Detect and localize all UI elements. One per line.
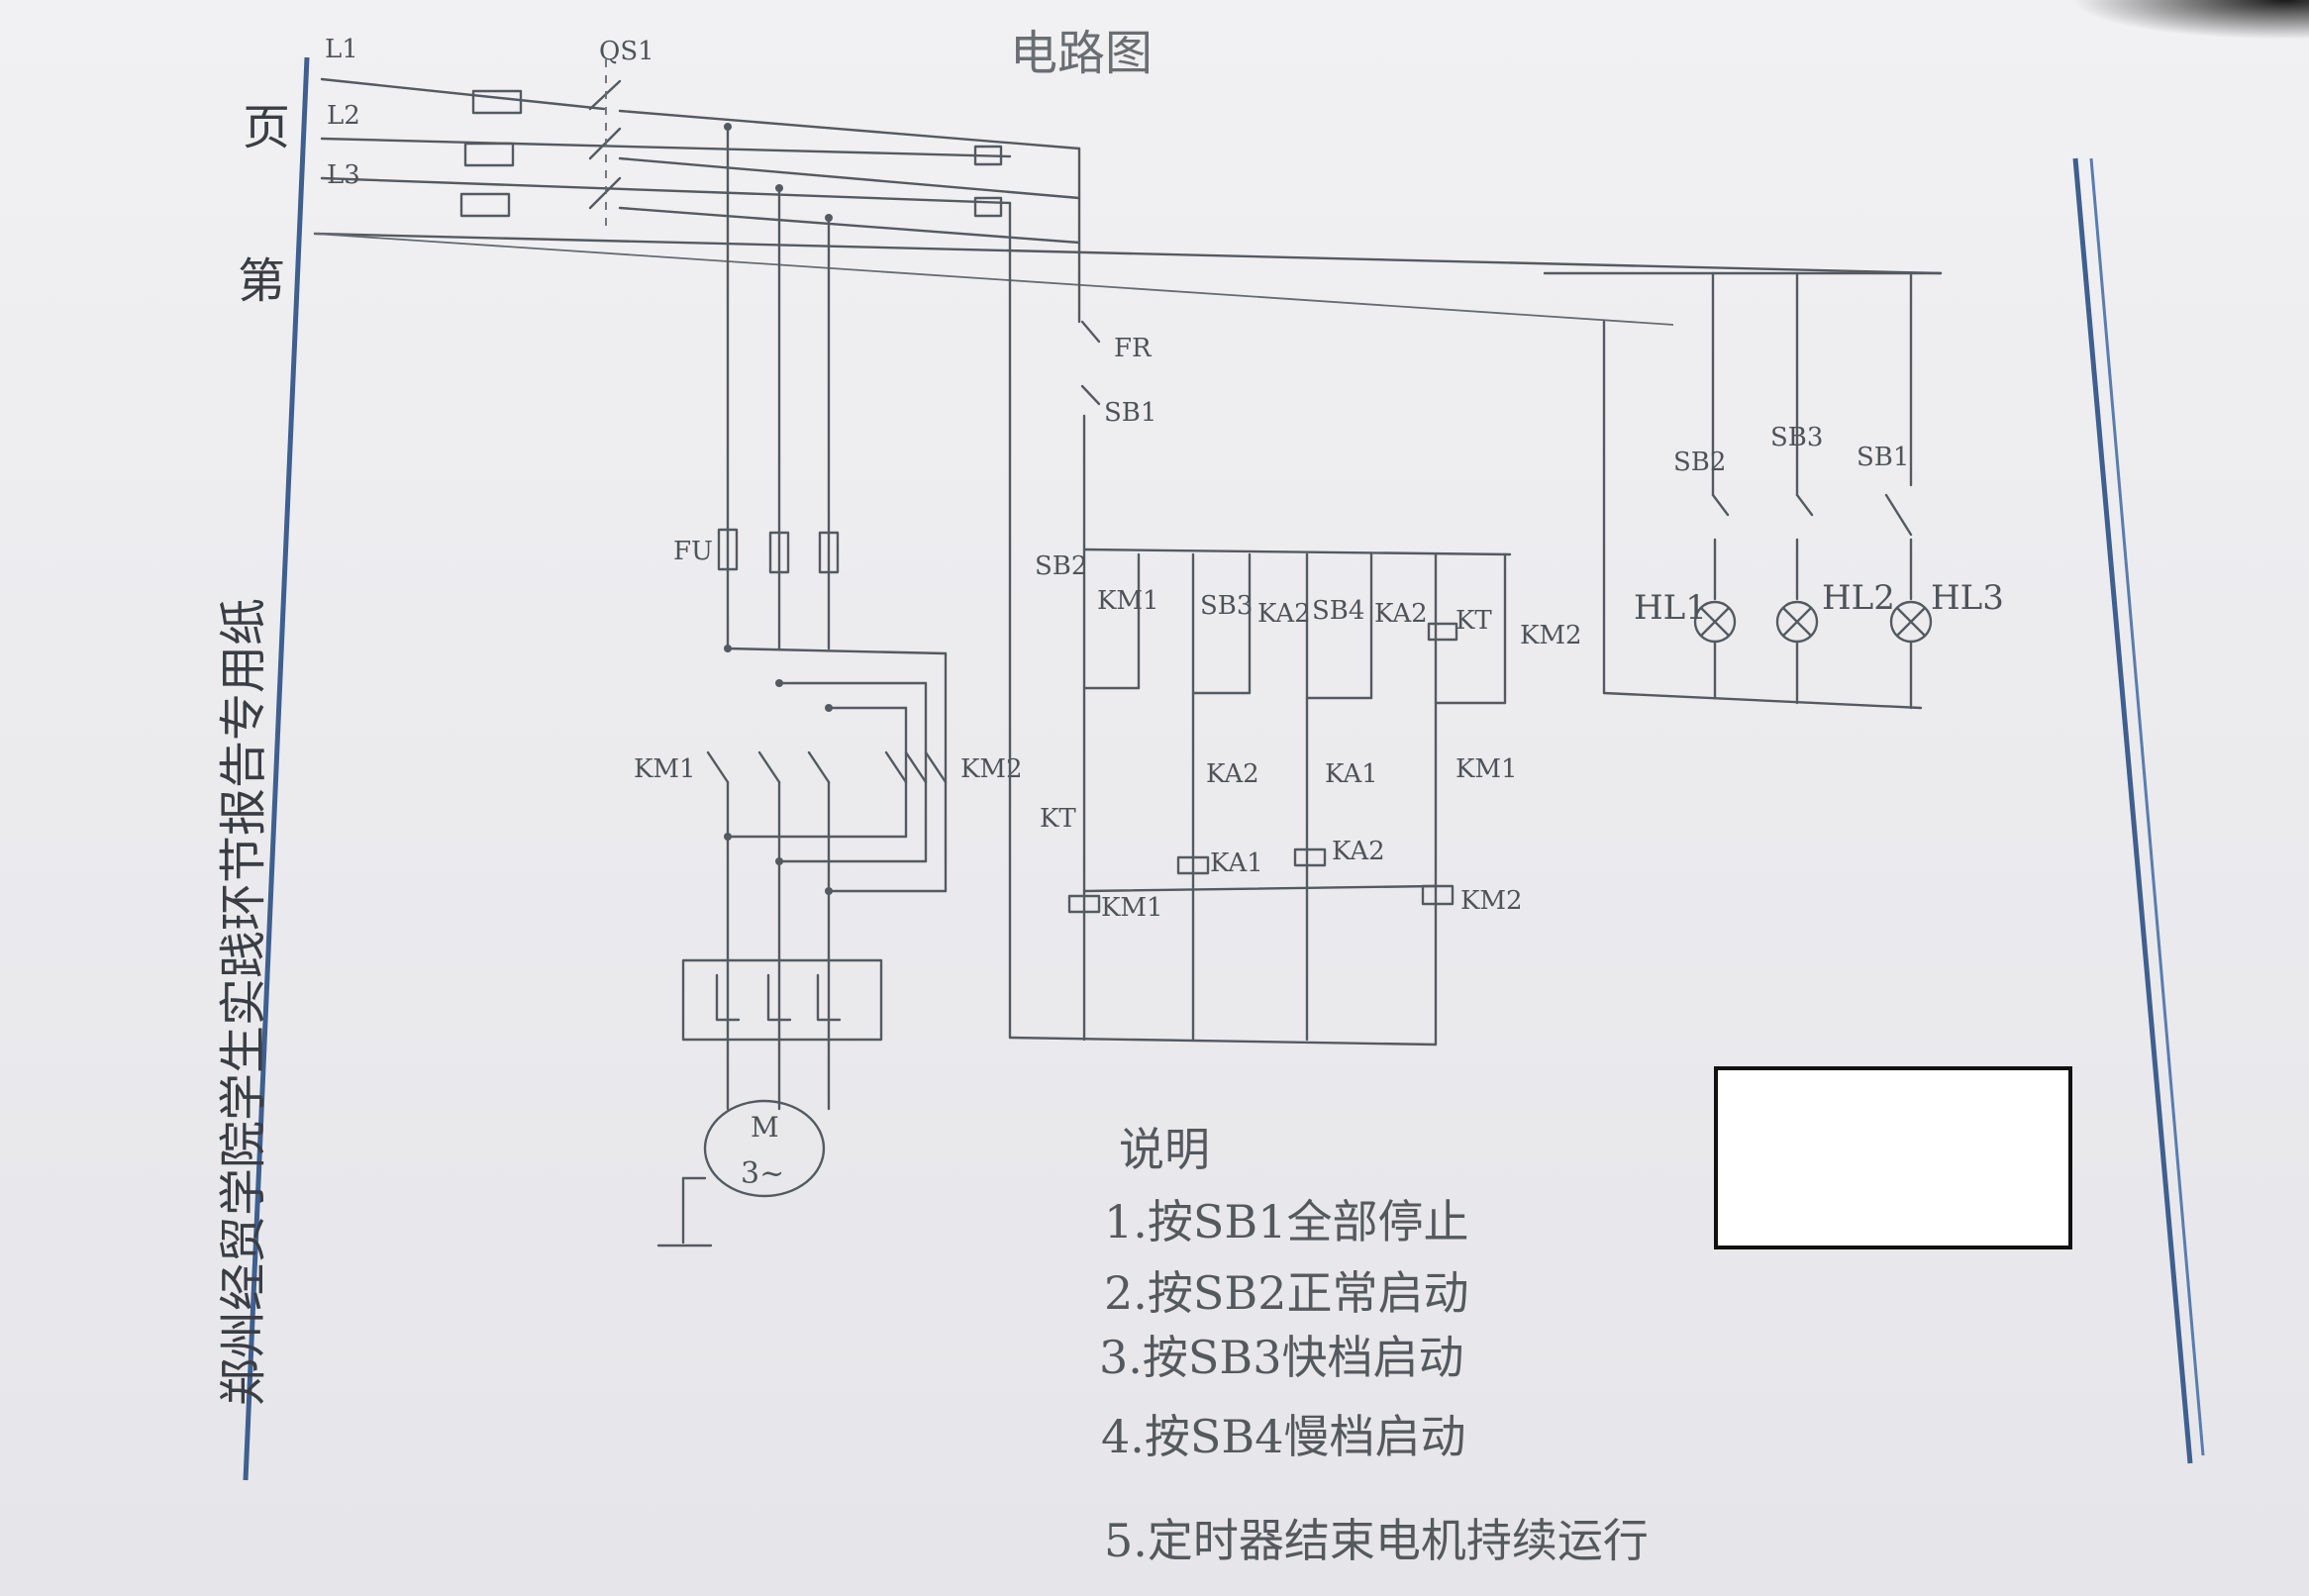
- label-ka2-top: KA2: [1374, 599, 1428, 629]
- fuse-l3: [459, 192, 511, 218]
- label-fr: FR: [1114, 334, 1153, 363]
- label-ka2-contact: KA2: [1206, 759, 1259, 789]
- label-kt-contact: KT: [1040, 804, 1076, 834]
- fuse-l1: [471, 89, 523, 115]
- label-fu: FU: [673, 537, 713, 566]
- margin-text: 郑州经贸学院学生实践环节报告专用纸: [216, 598, 271, 1406]
- note-item: 3.按SB3快档启动: [1099, 1331, 1464, 1384]
- page-marker-bottom: 第: [238, 253, 285, 309]
- label-qs: QS1: [599, 37, 654, 66]
- motor: [703, 1099, 826, 1198]
- control-fuse-1: [973, 145, 1003, 166]
- supply-lines: [313, 59, 1943, 326]
- label-main-km1: KM1: [634, 754, 696, 784]
- note-item: 4.按SB4慢档启动: [1101, 1410, 1466, 1463]
- ka1-coil: [1176, 855, 1210, 875]
- label-km2-coil: KM2: [1460, 886, 1523, 916]
- ka2-coil: [1293, 848, 1327, 867]
- label-km1-contact: KM1: [1456, 754, 1518, 784]
- label-hl1: HL1: [1634, 588, 1707, 628]
- notes-heading: 说明: [1119, 1123, 1210, 1176]
- diagram-title: 电路图: [1010, 26, 1154, 81]
- label-lamp-sb1: SB1: [1857, 443, 1909, 472]
- label-l3: L3: [327, 160, 360, 190]
- label-ka2-coil: KA2: [1332, 837, 1385, 866]
- fuse-fu-3: [818, 531, 840, 574]
- fuse-fu-2: [768, 531, 790, 574]
- note-item: 5.定时器结束电机持续运行: [1104, 1514, 1649, 1567]
- page-marker-top: 页: [243, 100, 290, 155]
- note-item: 2.按SB2正常启动: [1104, 1266, 1469, 1320]
- control-fuse-2: [973, 196, 1003, 218]
- km2-coil: [1421, 884, 1455, 906]
- label-kt: KT: [1456, 606, 1492, 636]
- motor-phase-label: 3~: [741, 1156, 784, 1191]
- label-sb2: SB2: [1035, 551, 1087, 581]
- thermal-relay: [681, 958, 883, 1042]
- control-circuit: [973, 145, 1512, 1047]
- label-sb4: SB4: [1312, 596, 1364, 626]
- label-main-km2: KM2: [960, 754, 1023, 784]
- label-l1: L1: [325, 35, 358, 64]
- label-ctrl-km2: KM2: [1520, 621, 1582, 650]
- label-ka1-contact: KA1: [1325, 759, 1378, 789]
- label-sb1: SB1: [1104, 398, 1156, 428]
- label-sb3: SB3: [1200, 591, 1253, 621]
- note-item: 1.按SB1全部停止: [1104, 1195, 1469, 1248]
- lamp-circuit: [1543, 271, 1943, 710]
- label-hl3: HL3: [1931, 578, 2004, 618]
- main-circuit: [656, 123, 948, 1247]
- label-lamp-sb3: SB3: [1770, 423, 1823, 452]
- label-lamp-sb2: SB2: [1673, 448, 1726, 477]
- fuse-fu-1: [717, 528, 739, 571]
- fuse-l2: [463, 142, 515, 167]
- label-hl2: HL2: [1822, 578, 1895, 618]
- motor-m-label: M: [751, 1111, 779, 1144]
- redaction-box: [1714, 1066, 2072, 1249]
- label-l2: L2: [327, 101, 360, 131]
- km1-coil: [1067, 894, 1101, 914]
- label-ka1-coil: KA1: [1210, 848, 1263, 878]
- kt-coil: [1427, 622, 1458, 642]
- label-km1-coil: KM1: [1101, 893, 1163, 923]
- page-margin-lines: [243, 56, 2205, 1481]
- label-ctrl-km1: KM1: [1097, 586, 1159, 616]
- cable-shadow: [2071, 0, 2309, 40]
- margin-text-label: 郑州经贸学院学生实践环节报告专用纸: [216, 598, 271, 1406]
- label-ka: KA2: [1257, 599, 1311, 629]
